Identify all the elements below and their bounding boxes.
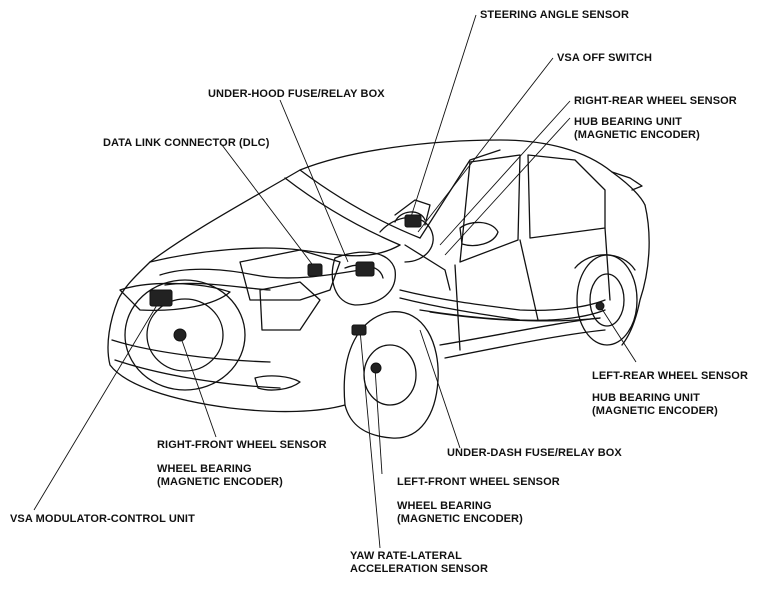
components [149, 214, 605, 374]
under-hood-fuse-relay-box-label: UNDER-HOOD FUSE/RELAY BOX [208, 88, 385, 100]
hub-bearing-unit-rear-right-label: HUB BEARING UNIT (MAGNETIC ENCODER) [574, 116, 700, 142]
yaw-rate-sensor-label: YAW RATE-LATERAL ACCELERATION SENSOR [350, 550, 488, 576]
wheel-bearing-left-front-label: WHEEL BEARING (MAGNETIC ENCODER) [397, 500, 523, 526]
steering-angle-sensor-label: STEERING ANGLE SENSOR [480, 9, 629, 21]
wheel-bearing-left-front-line1: WHEEL BEARING [397, 500, 492, 512]
wheel-bearing-right-front-line2: (MAGNETIC ENCODER) [157, 476, 283, 488]
under-dash-fuse-relay-box-label: UNDER-DASH FUSE/RELAY BOX [447, 447, 622, 459]
wheel-bearing-right-front-label: WHEEL BEARING (MAGNETIC ENCODER) [157, 463, 283, 489]
wheel-bearing-right-front-line1: WHEEL BEARING [157, 463, 252, 475]
leader-lines [33, 14, 637, 549]
left-front-wheel-sensor-label: LEFT-FRONT WHEEL SENSOR [397, 476, 560, 488]
hub-bearing-unit-rear-left-line1: HUB BEARING UNIT [592, 392, 700, 404]
yaw-rate-sensor-line2: ACCELERATION SENSOR [350, 563, 488, 575]
right-front-wheel-sensor-label: RIGHT-FRONT WHEEL SENSOR [157, 439, 327, 451]
right-rear-wheel-sensor-label: RIGHT-REAR WHEEL SENSOR [574, 95, 737, 107]
vsa-modulator-control-unit-label: VSA MODULATOR-CONTROL UNIT [10, 513, 195, 525]
hub-bearing-unit-rear-right-line1: HUB BEARING UNIT [574, 116, 682, 128]
hub-bearing-unit-rear-left-label: HUB BEARING UNIT (MAGNETIC ENCODER) [592, 392, 718, 418]
vsa-off-switch-label: VSA OFF SWITCH [557, 52, 653, 64]
hub-bearing-unit-rear-right-line2: (MAGNETIC ENCODER) [574, 129, 700, 141]
left-rear-wheel-sensor-label: LEFT-REAR WHEEL SENSOR [592, 370, 749, 382]
wheel-bearing-left-front-line2: (MAGNETIC ENCODER) [397, 513, 523, 525]
hub-bearing-unit-rear-left-line2: (MAGNETIC ENCODER) [592, 405, 718, 417]
yaw-rate-sensor-line1: YAW RATE-LATERAL [350, 550, 463, 562]
data-link-connector-label: DATA LINK CONNECTOR (DLC) [103, 137, 270, 149]
car-body [107, 139, 650, 439]
